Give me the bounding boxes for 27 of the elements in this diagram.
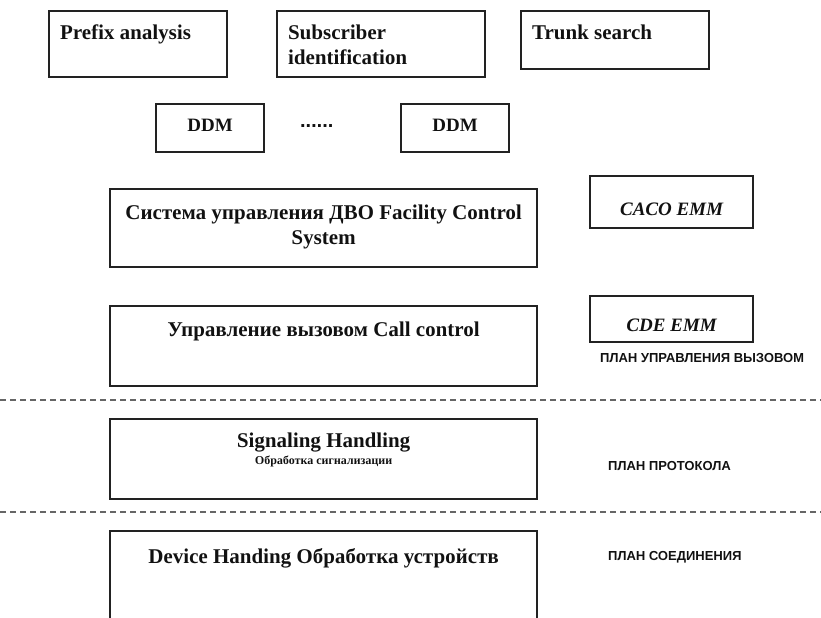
box-title: DDM (431, 115, 479, 137)
box-title: Управление вызовом Call control (166, 317, 481, 342)
box-title: Device Handing Обработка устройств (147, 544, 500, 569)
box-title: DDM (186, 115, 234, 137)
plane-label: ПЛАН ПРОТОКОЛА (608, 458, 731, 473)
box-title: Signaling Handling (236, 428, 412, 453)
plane-label: ПЛАН УПРАВЛЕНИЯ ВЫЗОВОМ (600, 350, 804, 365)
process-box (109, 188, 538, 268)
process-box (589, 175, 754, 229)
box-title: Prefix analysis (60, 20, 192, 45)
plane-label: ПЛАН СОЕДИНЕНИЯ (608, 548, 742, 563)
process-box (48, 10, 228, 78)
process-box (520, 10, 710, 70)
box-title: Система управления ДВО Facility Control System (124, 200, 523, 250)
process-box (109, 418, 538, 500)
process-box (109, 530, 538, 618)
process-box (400, 103, 510, 153)
box-title: CDE EMM (625, 315, 718, 337)
process-box (589, 295, 754, 343)
process-box (155, 103, 265, 153)
box-title: Trunk search (532, 20, 653, 45)
ellipsis-text: ...... (300, 110, 334, 133)
process-box (109, 305, 538, 387)
box-subtitle: Обработка сигнализации (254, 453, 394, 468)
box-title: Subscriber identification (288, 20, 408, 70)
process-box (276, 10, 486, 78)
box-title: CACO EMM (619, 199, 724, 221)
